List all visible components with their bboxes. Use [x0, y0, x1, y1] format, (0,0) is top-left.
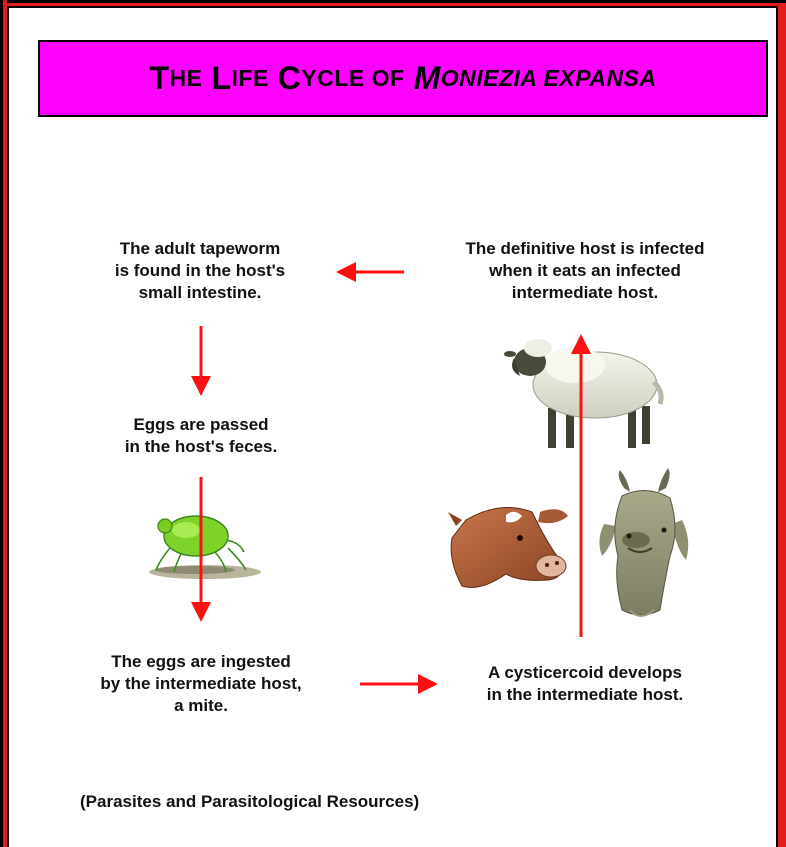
arrow-down-to-eggs	[191, 326, 211, 396]
arrow-right-to-cysticercoid	[360, 674, 438, 694]
cow-head-illustration	[448, 508, 568, 588]
sheep-illustration	[504, 339, 661, 448]
mite-illustration	[149, 516, 261, 579]
arrow-left-to-adult	[336, 262, 404, 282]
goat-head-illustration	[599, 468, 688, 616]
